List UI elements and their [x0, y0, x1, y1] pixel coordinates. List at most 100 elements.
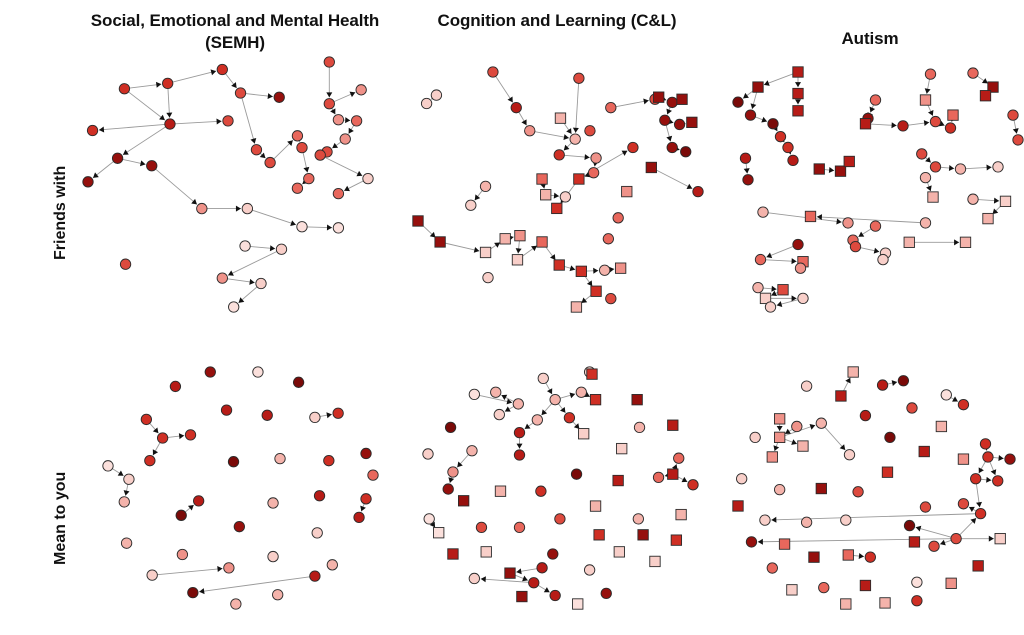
circle-node[interactable]	[800, 380, 813, 392]
circle-node[interactable]	[897, 375, 910, 387]
square-node[interactable]	[987, 81, 999, 93]
circle-node[interactable]	[792, 238, 804, 251]
circle-node[interactable]	[600, 587, 612, 600]
circle-node[interactable]	[766, 562, 778, 574]
square-node[interactable]	[667, 419, 679, 431]
circle-node[interactable]	[267, 550, 279, 563]
circle-node[interactable]	[422, 448, 434, 460]
square-node[interactable]	[554, 112, 567, 124]
circle-node[interactable]	[420, 97, 433, 110]
square-node[interactable]	[797, 440, 809, 452]
square-node[interactable]	[479, 246, 492, 259]
square-node[interactable]	[434, 236, 446, 248]
circle-node[interactable]	[745, 536, 758, 548]
circle-node[interactable]	[252, 366, 264, 378]
circle-node[interactable]	[979, 438, 992, 450]
circle-node[interactable]	[230, 598, 242, 610]
circle-node[interactable]	[222, 115, 234, 127]
circle-node[interactable]	[569, 133, 581, 145]
circle-node[interactable]	[929, 161, 942, 173]
circle-node[interactable]	[843, 449, 856, 461]
square-node[interactable]	[613, 546, 625, 558]
circle-node[interactable]	[553, 149, 565, 161]
square-node[interactable]	[586, 368, 598, 380]
circle-node[interactable]	[493, 408, 505, 421]
square-node[interactable]	[835, 390, 847, 402]
circle-node[interactable]	[513, 521, 526, 534]
circle-node[interactable]	[732, 96, 744, 108]
circle-node[interactable]	[859, 409, 872, 422]
circle-node[interactable]	[326, 559, 338, 571]
square-node[interactable]	[792, 87, 804, 100]
circle-node[interactable]	[794, 262, 807, 274]
circle-node[interactable]	[102, 460, 114, 472]
circle-node[interactable]	[666, 141, 678, 154]
circle-node[interactable]	[659, 114, 671, 126]
square-node[interactable]	[908, 536, 921, 548]
circle-node[interactable]	[536, 562, 548, 574]
square-node[interactable]	[675, 508, 687, 521]
circle-node[interactable]	[974, 507, 987, 520]
circle-node[interactable]	[323, 455, 335, 467]
circle-node[interactable]	[570, 468, 583, 480]
square-node[interactable]	[621, 185, 633, 198]
circle-node[interactable]	[982, 451, 994, 463]
circle-node[interactable]	[957, 498, 970, 510]
circle-node[interactable]	[234, 87, 247, 99]
square-node[interactable]	[918, 445, 930, 458]
circle-node[interactable]	[531, 414, 543, 426]
circle-node[interactable]	[692, 185, 704, 198]
circle-node[interactable]	[146, 569, 158, 581]
circle-node[interactable]	[313, 490, 326, 502]
circle-node[interactable]	[944, 122, 957, 134]
circle-node[interactable]	[919, 217, 932, 229]
circle-node[interactable]	[241, 202, 253, 215]
square-node[interactable]	[972, 560, 984, 572]
circle-node[interactable]	[255, 277, 267, 290]
circle-node[interactable]	[563, 412, 576, 424]
square-node[interactable]	[447, 548, 459, 560]
circle-node[interactable]	[311, 527, 323, 539]
circle-node[interactable]	[1012, 134, 1024, 146]
circle-node[interactable]	[906, 402, 918, 414]
circle-node[interactable]	[528, 577, 540, 589]
circle-node[interactable]	[332, 187, 345, 200]
square-node[interactable]	[843, 155, 855, 168]
square-node[interactable]	[792, 105, 804, 117]
circle-node[interactable]	[291, 182, 304, 194]
circle-node[interactable]	[791, 420, 803, 433]
square-node[interactable]	[433, 527, 445, 539]
square-node[interactable]	[590, 285, 602, 297]
circle-node[interactable]	[666, 96, 678, 109]
circle-node[interactable]	[897, 120, 909, 132]
circle-node[interactable]	[323, 98, 335, 110]
square-node[interactable]	[575, 265, 587, 277]
circle-node[interactable]	[362, 172, 374, 185]
circle-node[interactable]	[233, 521, 245, 533]
circle-node[interactable]	[303, 172, 315, 185]
square-node[interactable]	[813, 163, 825, 175]
circle-node[interactable]	[274, 452, 286, 465]
circle-node[interactable]	[227, 456, 240, 468]
circle-node[interactable]	[510, 102, 522, 114]
circle-node[interactable]	[627, 141, 639, 154]
circle-node[interactable]	[350, 115, 363, 127]
circle-node[interactable]	[744, 109, 757, 121]
square-node[interactable]	[766, 451, 778, 463]
circle-node[interactable]	[800, 516, 813, 528]
circle-node[interactable]	[196, 202, 208, 215]
circle-node[interactable]	[309, 411, 321, 424]
square-node[interactable]	[637, 529, 649, 541]
circle-node[interactable]	[296, 141, 308, 154]
circle-node[interactable]	[169, 380, 182, 393]
circle-node[interactable]	[111, 152, 124, 164]
square-node[interactable]	[903, 236, 915, 248]
circle-node[interactable]	[466, 445, 478, 457]
circle-node[interactable]	[468, 388, 480, 400]
circle-node[interactable]	[815, 417, 827, 429]
square-node[interactable]	[959, 236, 972, 248]
circle-node[interactable]	[228, 301, 240, 313]
circle-node[interactable]	[175, 509, 187, 521]
circle-node[interactable]	[774, 483, 786, 496]
circle-node[interactable]	[605, 292, 617, 305]
